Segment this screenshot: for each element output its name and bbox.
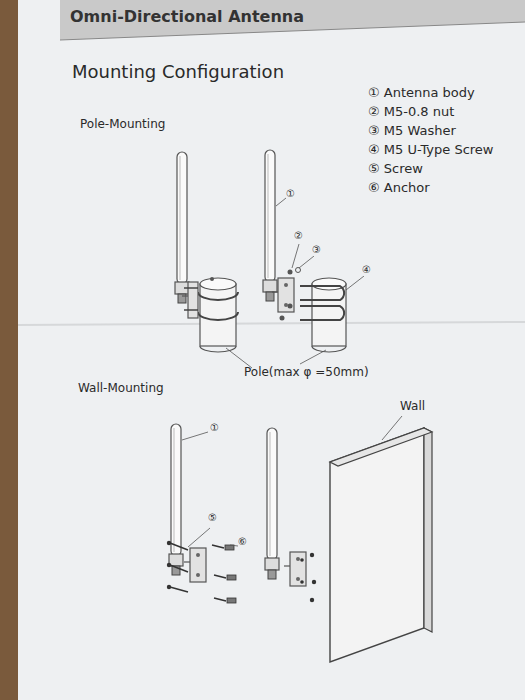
callout-number: ③ [312,244,321,256]
parts-list-item: ⑤ Screw [368,162,423,177]
callout-number: ⑥ [238,536,247,548]
subsection-heading: Wall-Mounting [78,382,164,396]
callout-number: ⑤ [208,512,217,524]
parts-list-item: ③ M5 Washer [368,124,456,139]
callout-number: ① [286,188,295,200]
parts-list-item: ⑥ Anchor [368,181,430,196]
parts-list-item: ② M5-0.8 nut [368,105,454,120]
section-heading: Mounting Configuration [72,62,284,83]
dimension-label: Pole(max φ =50mm) [244,366,369,380]
part-label: Wall [400,400,425,414]
callout-number: ② [294,230,303,242]
parts-list-item: ④ M5 U-Type Screw [368,143,494,158]
callout-number: ① [210,422,219,434]
banner-title: Omni-Directional Antenna [70,8,304,26]
callout-number: ④ [362,264,371,276]
parts-list-item: ① Antenna body [368,86,475,101]
subsection-heading: Pole-Mounting [80,118,165,132]
